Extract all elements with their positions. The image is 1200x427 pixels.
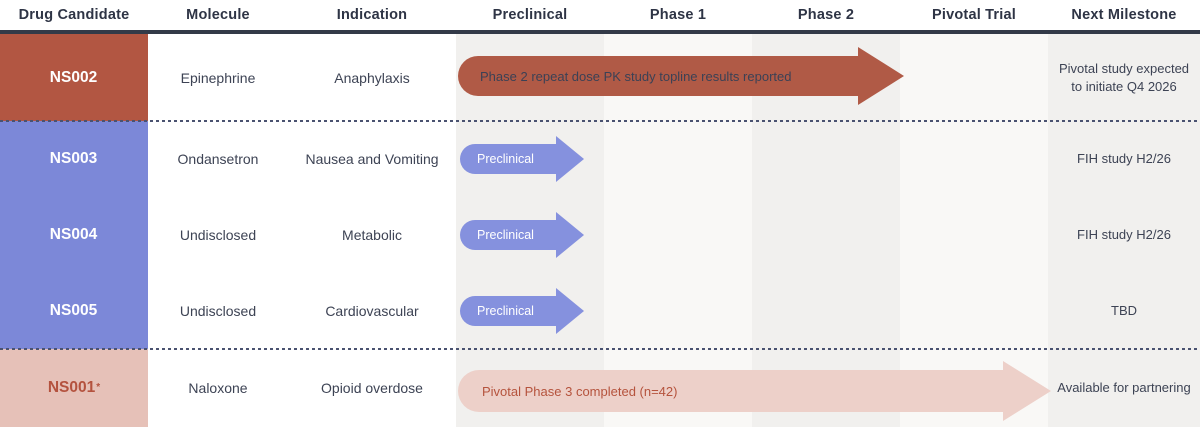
candidate-label: NS004: [49, 226, 98, 243]
stage-arrow-ns003: Preclinical: [460, 136, 584, 182]
indication-cell: Metabolic: [342, 227, 402, 243]
candidate-cell-ns001: NS001*: [0, 349, 148, 427]
milestone-text: FIH study H2/26: [1077, 227, 1171, 243]
header-cell-indication: Indication: [336, 7, 408, 23]
indication-cell: Cardiovascular: [325, 303, 419, 319]
candidate-label: NS003: [49, 150, 98, 167]
stage-arrow-ns004: Preclinical: [460, 212, 584, 258]
header-row: Drug Candidate Molecule Indication Precl…: [0, 0, 1200, 30]
header-cell-preclinical: Preclinical: [492, 7, 568, 23]
milestone-text: TBD: [1111, 303, 1137, 319]
stage-arrow-label: Preclinical: [477, 152, 534, 166]
milestone-text: FIH study H2/26: [1077, 151, 1171, 167]
stage-arrow-ns005: Preclinical: [460, 288, 584, 334]
arrow-head-icon: [556, 288, 584, 334]
header-cell-molecule: Molecule: [186, 7, 250, 23]
arrow-body: Preclinical: [460, 220, 556, 250]
arrow-head-icon: [556, 136, 584, 182]
arrow-body: Preclinical: [460, 296, 556, 326]
arrow-head-icon: [1003, 361, 1051, 421]
milestone-cell: TBD: [1048, 273, 1200, 349]
header-cell-phase-2: Phase 2: [797, 7, 855, 23]
stage-arrow-ns002: Phase 2 repeat dose PK study topline res…: [458, 47, 904, 105]
candidate-cell-ns004: NS004: [0, 197, 148, 273]
candidate-cell-ns003: NS003: [0, 121, 148, 197]
arrow-body: Phase 2 repeat dose PK study topline res…: [458, 56, 858, 96]
candidate-label: NS005: [49, 302, 98, 319]
stage-arrow-label: Preclinical: [477, 228, 534, 242]
row-separator-dashed: [0, 348, 1200, 350]
molecule-cell: Epinephrine: [180, 69, 256, 86]
arrow-head-icon: [556, 212, 584, 258]
stage-arrow-ns001: Pivotal Phase 3 completed (n=42): [458, 361, 1051, 421]
column-band-next-milestone: [1048, 34, 1200, 427]
candidate-label: NS002: [49, 68, 98, 86]
header-cell-phase-1: Phase 1: [649, 7, 707, 23]
molecule-cell: Undisclosed: [179, 303, 257, 319]
stage-arrow-label: Phase 2 repeat dose PK study topline res…: [480, 68, 792, 84]
molecule-cell: Ondansetron: [177, 151, 259, 167]
milestone-cell: Available for partnering: [1048, 349, 1200, 427]
indication-cell: Anaphylaxis: [334, 69, 410, 86]
header-cell-pivotal-trial: Pivotal Trial: [932, 7, 1016, 23]
candidate-label: NS001: [47, 379, 96, 396]
arrow-body: Preclinical: [460, 144, 556, 174]
milestone-cell: Pivotal study expected to initiate Q4 20…: [1048, 34, 1200, 121]
header-cell-drug-candidate: Drug Candidate: [18, 7, 130, 23]
molecule-cell: Undisclosed: [179, 227, 257, 243]
header-underline: [0, 30, 1200, 34]
milestone-text: Available for partnering: [1057, 380, 1191, 396]
arrow-body: Pivotal Phase 3 completed (n=42): [458, 370, 1003, 412]
indication-cell: Nausea and Vomiting: [305, 151, 439, 167]
arrow-head-icon: [858, 47, 904, 105]
molecule-cell: Naloxone: [188, 380, 248, 396]
stage-arrow-label: Pivotal Phase 3 completed (n=42): [482, 383, 678, 399]
column-band-phase1: [604, 34, 752, 427]
candidate-cell-ns005: NS005: [0, 273, 148, 349]
milestone-cell: FIH study H2/26: [1048, 197, 1200, 273]
milestone-text: Pivotal study expected to initiate Q4 20…: [1058, 60, 1190, 94]
milestone-cell: FIH study H2/26: [1048, 121, 1200, 197]
header-cell-next-milestone: Next Milestone: [1071, 7, 1177, 23]
stage-arrow-label: Preclinical: [477, 304, 534, 318]
indication-cell: Opioid overdose: [321, 380, 423, 396]
candidate-cell-ns002: NS002: [0, 34, 148, 121]
row-separator-dashed: [0, 120, 1200, 122]
